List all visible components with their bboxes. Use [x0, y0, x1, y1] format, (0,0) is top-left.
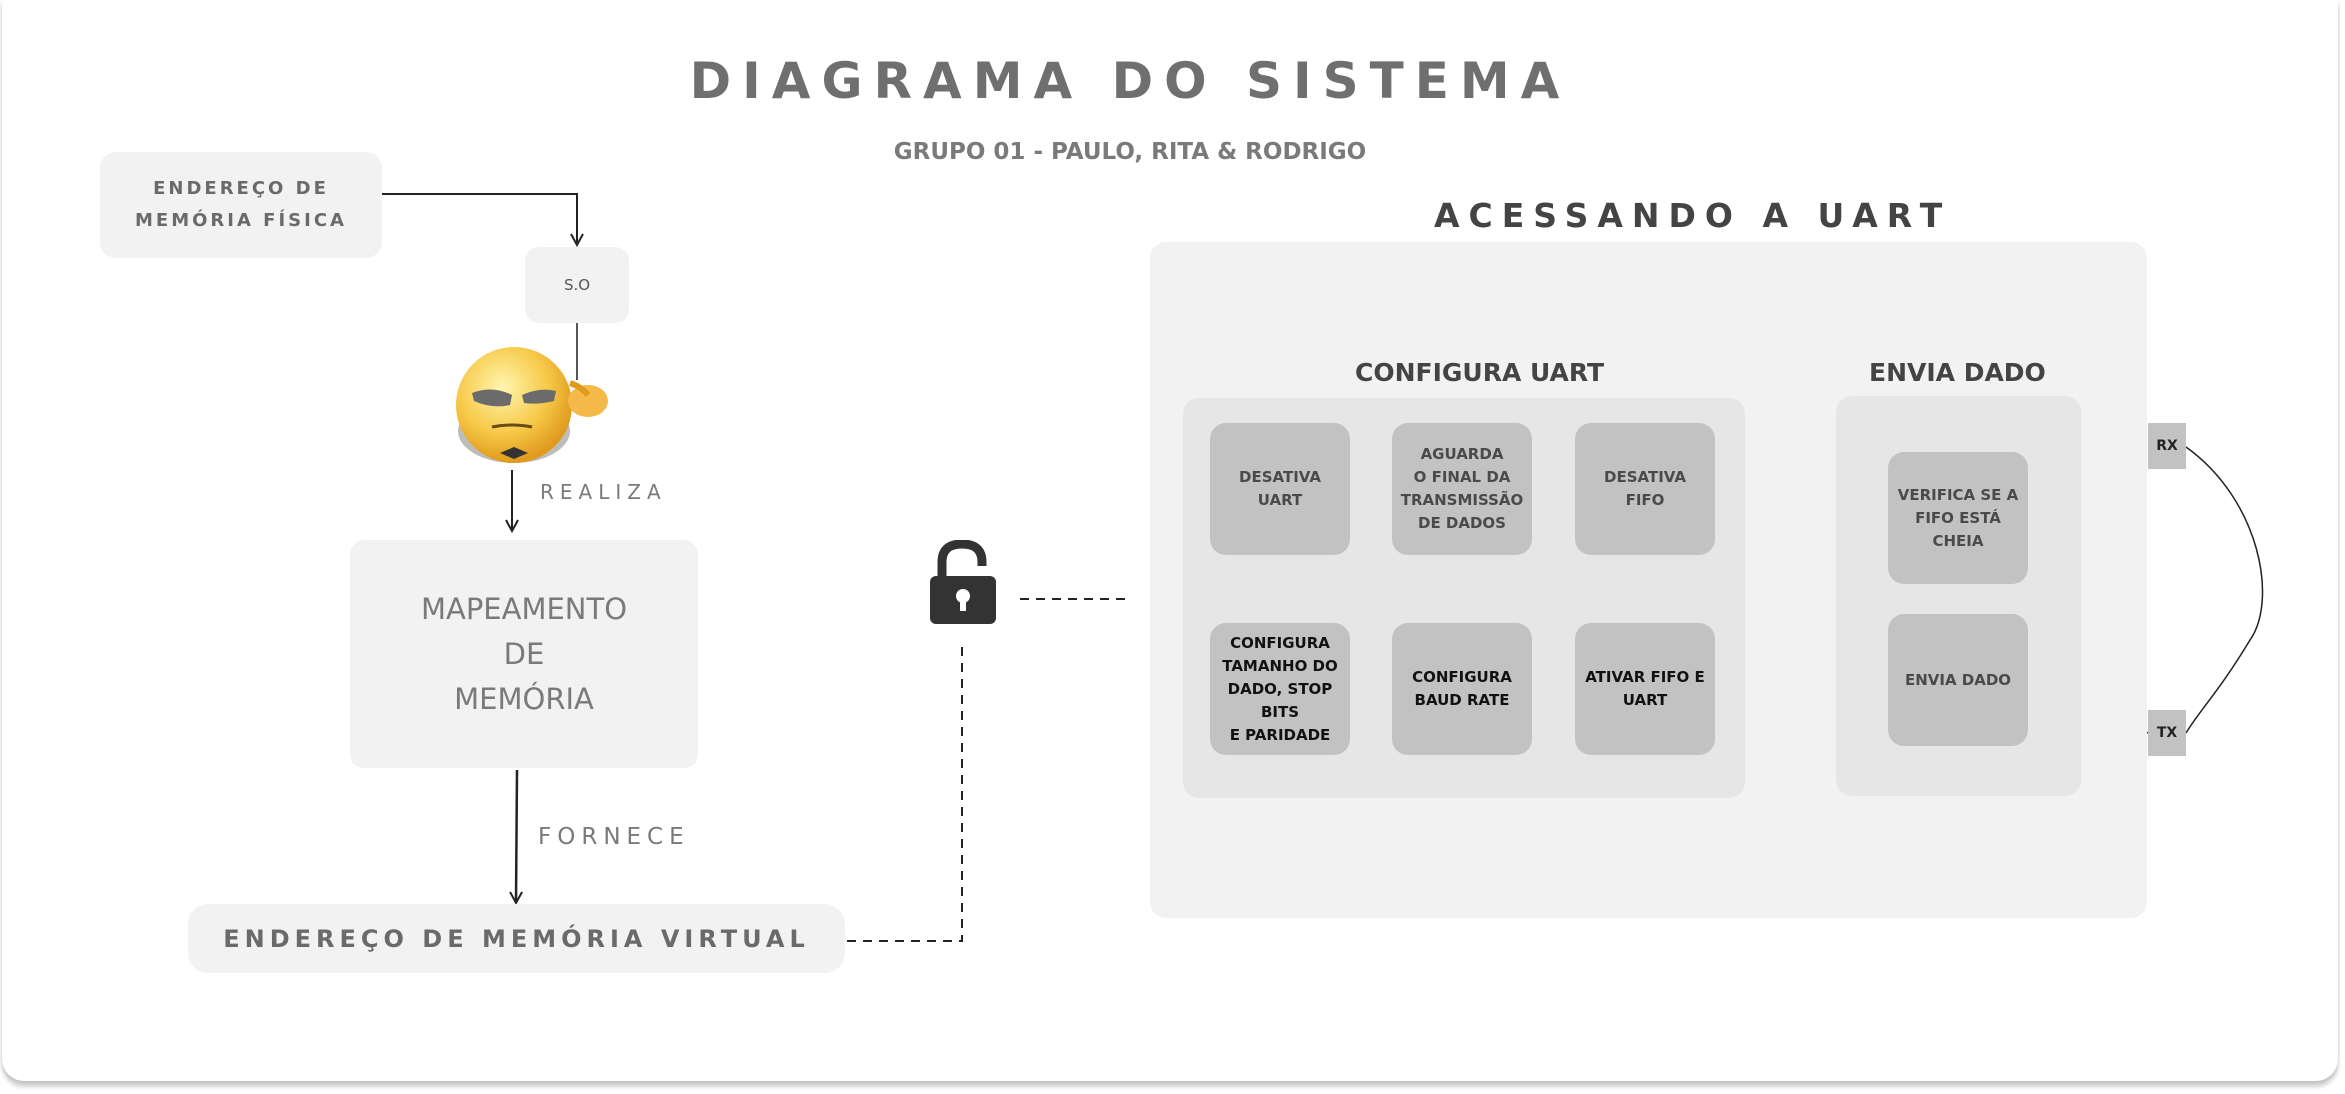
step-text: UART	[1257, 491, 1303, 509]
step-text: FIFO	[1625, 491, 1665, 509]
step-check-fifo-full: VERIFICA SE A FIFO ESTÁ CHEIA	[1888, 452, 2028, 584]
step-text: DESATIVA	[1604, 468, 1686, 486]
step-text: AGUARDA	[1420, 445, 1504, 463]
page-subtitle: GRUPO 01 - PAULO, RITA & RODRIGO	[893, 139, 1367, 165]
step-text: E PARIDADE	[1229, 725, 1331, 744]
send-data-title: ENVIA DADO	[1869, 358, 2046, 387]
dashed-virtual-to-lock	[847, 640, 963, 942]
arrow-mapping-to-virtual	[516, 769, 517, 902]
step-enable-fifo-uart: ATIVAR FIFO E UART	[1575, 623, 1715, 755]
mapping-line1: MAPEAMENTO	[420, 591, 628, 626]
step-text: DE DADOS	[1418, 514, 1506, 532]
step-text: UART	[1622, 691, 1668, 709]
step-text: DADO, STOP BITS	[1227, 679, 1333, 721]
memory-mapping-box: MAPEAMENTO DE MEMÓRIA	[350, 540, 698, 768]
tx-pin: TX	[2148, 710, 2186, 756]
os-box: S.O	[525, 247, 629, 323]
arrow-physical-to-os	[382, 193, 577, 244]
step-text: VERIFICA SE A	[1897, 485, 2019, 504]
physical-address-line1: ENDEREÇO DE	[153, 178, 329, 199]
step-text: FIFO ESTÁ CHEIA	[1915, 508, 2001, 550]
step-text: DESATIVA	[1239, 468, 1321, 486]
mapping-line2: DE	[503, 636, 545, 671]
os-label: S.O	[563, 276, 591, 294]
step-disable-uart: DESATIVA UART	[1210, 423, 1350, 555]
step-text: O FINAL DA	[1413, 468, 1511, 486]
page-title: DIAGRAMA DO SISTEMA	[689, 52, 1571, 110]
step-disable-fifo: DESATIVA FIFO	[1575, 423, 1715, 555]
step-text: TAMANHO DO	[1222, 656, 1338, 675]
step-configure-baud-rate: CONFIGURA BAUD RATE	[1392, 623, 1532, 755]
sunglasses-emoji-icon	[456, 347, 608, 463]
step-send-data: ENVIA DADO	[1888, 614, 2028, 746]
realiza-label: REALIZA	[540, 480, 667, 504]
step-configure-data-size: CONFIGURA TAMANHO DO DADO, STOP BITS E P…	[1210, 623, 1350, 755]
step-text: TRANSMISSÃO	[1400, 491, 1524, 509]
step-text: CONFIGURA	[1230, 633, 1330, 652]
virtual-address-box: ENDEREÇO DE MEMÓRIA VIRTUAL	[188, 904, 845, 973]
fornece-label: FORNECE	[538, 824, 690, 850]
wire-rx-to-tx	[2185, 446, 2264, 734]
unlock-padlock-icon	[930, 540, 996, 624]
uart-section-title: ACESSANDO A UART	[1434, 196, 1952, 235]
step-text: ATIVAR FIFO E	[1585, 668, 1705, 686]
configure-uart-title: CONFIGURA UART	[1355, 358, 1605, 387]
physical-address-line2: MEMÓRIA FÍSICA	[135, 210, 347, 231]
virtual-address-label: ENDEREÇO DE MEMÓRIA VIRTUAL	[223, 924, 810, 953]
step-await-transmission: AGUARDA O FINAL DA TRANSMISSÃO DE DADOS	[1392, 423, 1532, 555]
physical-address-box: ENDEREÇO DE MEMÓRIA FÍSICA	[100, 152, 382, 258]
step-text: ENVIA DADO	[1904, 670, 2012, 689]
rx-label: RX	[2156, 438, 2178, 454]
step-text: BAUD RATE	[1414, 691, 1510, 709]
rx-pin: RX	[2148, 423, 2186, 469]
tx-label: TX	[2156, 725, 2178, 741]
step-text: CONFIGURA	[1412, 668, 1512, 686]
mapping-line3: MEMÓRIA	[454, 681, 594, 716]
